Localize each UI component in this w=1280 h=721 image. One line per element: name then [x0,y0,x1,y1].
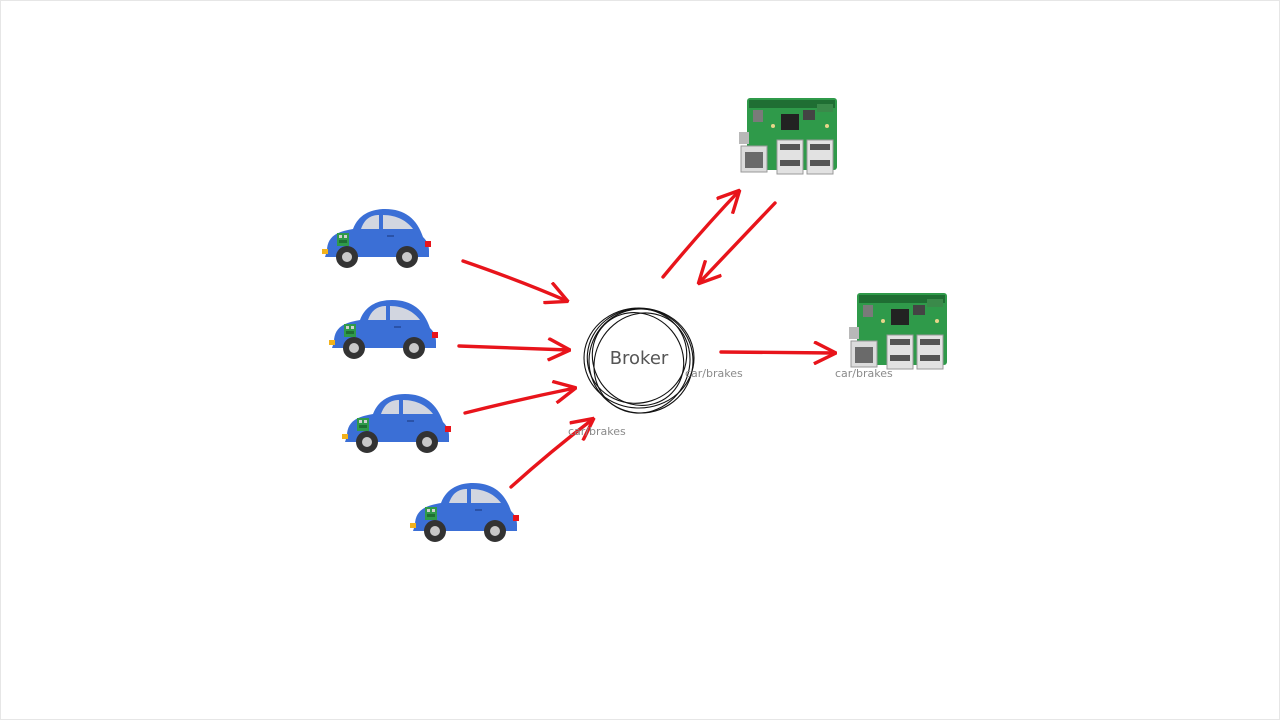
publish-arrow [509,419,593,489]
subscribe-arrow [661,191,739,279]
car-icon [342,394,451,453]
publish-arrow [457,346,569,350]
broker-circle-icon [583,307,695,414]
raspberry-pi-icon [848,292,948,370]
topic-label-inbound: car/brakes [568,425,626,438]
publish-arrow [461,259,567,301]
car-icon [410,483,519,542]
deliver-arrow [719,352,835,353]
deliver-arrow [699,201,777,283]
broker-label: Broker [610,348,669,369]
raspberry-pi-icon [738,97,838,175]
topic-label-outbound: car/brakes [685,367,743,380]
car-icon [329,300,438,359]
topic-label-subscriber: car/brakes [835,367,893,380]
publish-arrow [463,388,575,415]
car-icon [322,209,431,268]
